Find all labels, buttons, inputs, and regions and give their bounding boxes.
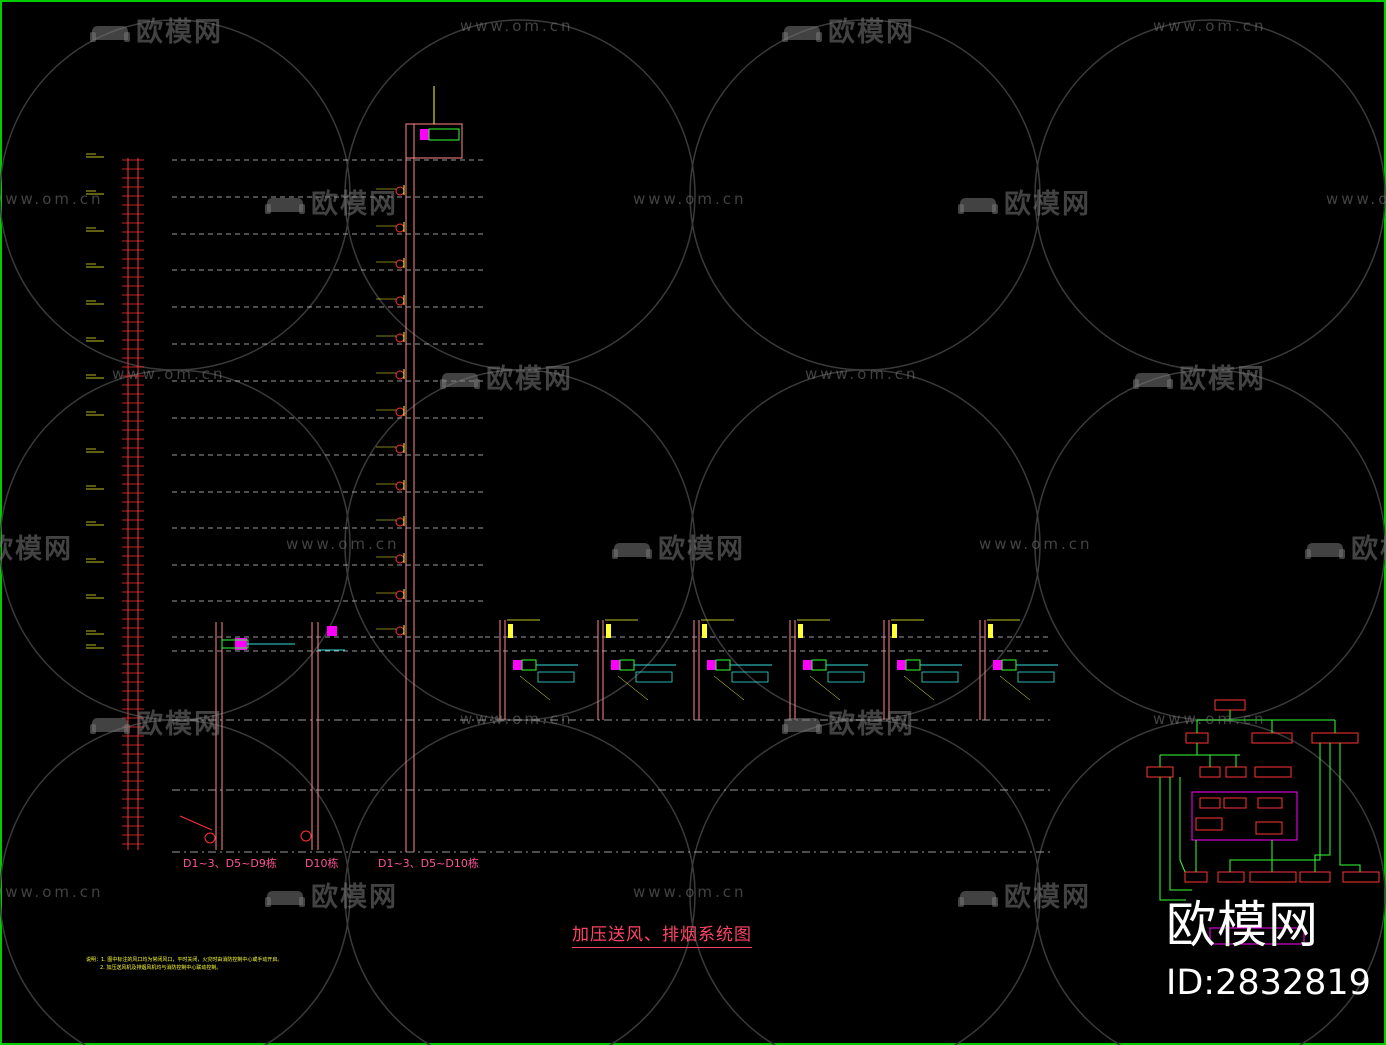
watermark-url: www.om.cn	[633, 883, 747, 901]
watermark-logo: 欧模网	[782, 10, 915, 49]
watermark-url: www.om.cn	[460, 17, 574, 35]
watermark-logo: 欧模网	[958, 875, 1091, 914]
watermark-logo-text: 欧模网	[658, 534, 745, 565]
watermark-logo-text: 欧模网	[0, 534, 73, 565]
watermark-url: www.om.cn	[0, 190, 104, 208]
brand-logo-text: 欧模网	[1166, 896, 1319, 954]
watermark-logo: 欧模网	[782, 702, 915, 741]
watermark-logo-text: 欧模网	[1004, 882, 1091, 913]
watermark-logo-text: 欧模网	[136, 17, 223, 48]
brand-id-text: ID:2832819	[1166, 963, 1371, 1003]
watermark-logo: 欧模网	[90, 10, 223, 49]
watermark-url: www.om.cn	[979, 535, 1093, 553]
main-riser	[376, 86, 463, 852]
watermark-logo: 欧模网	[612, 527, 745, 566]
drawing-title: 加压送风、排烟系统图	[572, 920, 752, 948]
watermark-logo-text: 欧模网	[828, 709, 915, 740]
watermark-url: www.om.cn	[1153, 17, 1267, 35]
watermark-logo-text: 欧模网	[311, 882, 398, 913]
watermark-logo: 欧模网	[265, 182, 398, 221]
building-label-d10: D10栋	[305, 857, 339, 870]
exhaust-units	[499, 619, 1058, 720]
watermark-logo-text: 欧模网	[311, 189, 398, 220]
watermark-logo: 欧模网	[0, 527, 73, 566]
watermark-url: www.om.cn	[460, 710, 574, 728]
watermark-logo-text: 欧模网	[486, 364, 573, 395]
note-line-2: 2. 加压送风机及排烟风机均与消防控制中心联动控制。	[100, 965, 222, 971]
watermark-logo: 欧模网	[1305, 527, 1386, 566]
riser-d10	[300, 622, 345, 850]
watermark-logo-text: 欧模网	[1179, 364, 1266, 395]
watermark-logo: 欧模网	[265, 875, 398, 914]
watermark-url: www.om.cn	[0, 883, 104, 901]
control-diagram	[1146, 699, 1380, 945]
watermark-url: www.om.cn	[805, 365, 919, 383]
riser-d1-d9	[179, 622, 295, 850]
watermark-logo-text: 欧模网	[136, 709, 223, 740]
watermark-url: www.om.cn	[1326, 190, 1386, 208]
watermark-url: www.om.cn	[1153, 710, 1267, 728]
watermark-logo-text: 欧模网	[1351, 534, 1386, 565]
watermark-url: www.om.cn	[112, 365, 226, 383]
watermark-logo: 欧模网	[958, 182, 1091, 221]
watermark-url: www.om.cn	[286, 535, 400, 553]
watermark-logo-text: 欧模网	[828, 17, 915, 48]
watermark-logo-text: 欧模网	[1004, 189, 1091, 220]
watermark-logo: 欧模网	[90, 702, 223, 741]
elevation-scale	[86, 153, 144, 850]
note-line-1: 说明：1. 图中标注的风口均为常闭风口，平时关闭，火灾时由消防控制中心或手动开启…	[86, 957, 283, 963]
drawing-notes: 说明：1. 图中标注的风口均为常闭风口，平时关闭，火灾时由消防控制中心或手动开启…	[86, 956, 306, 972]
building-label-d1-d10: D1~3、D5~D10栋	[378, 857, 479, 870]
watermark-logo: 欧模网	[440, 357, 573, 396]
watermark-url: www.om.cn	[633, 190, 747, 208]
watermark-logo: 欧模网	[1133, 357, 1266, 396]
floor-lines	[172, 159, 1050, 853]
building-label-d1-d9: D1~3、D5~D9栋	[183, 857, 277, 870]
